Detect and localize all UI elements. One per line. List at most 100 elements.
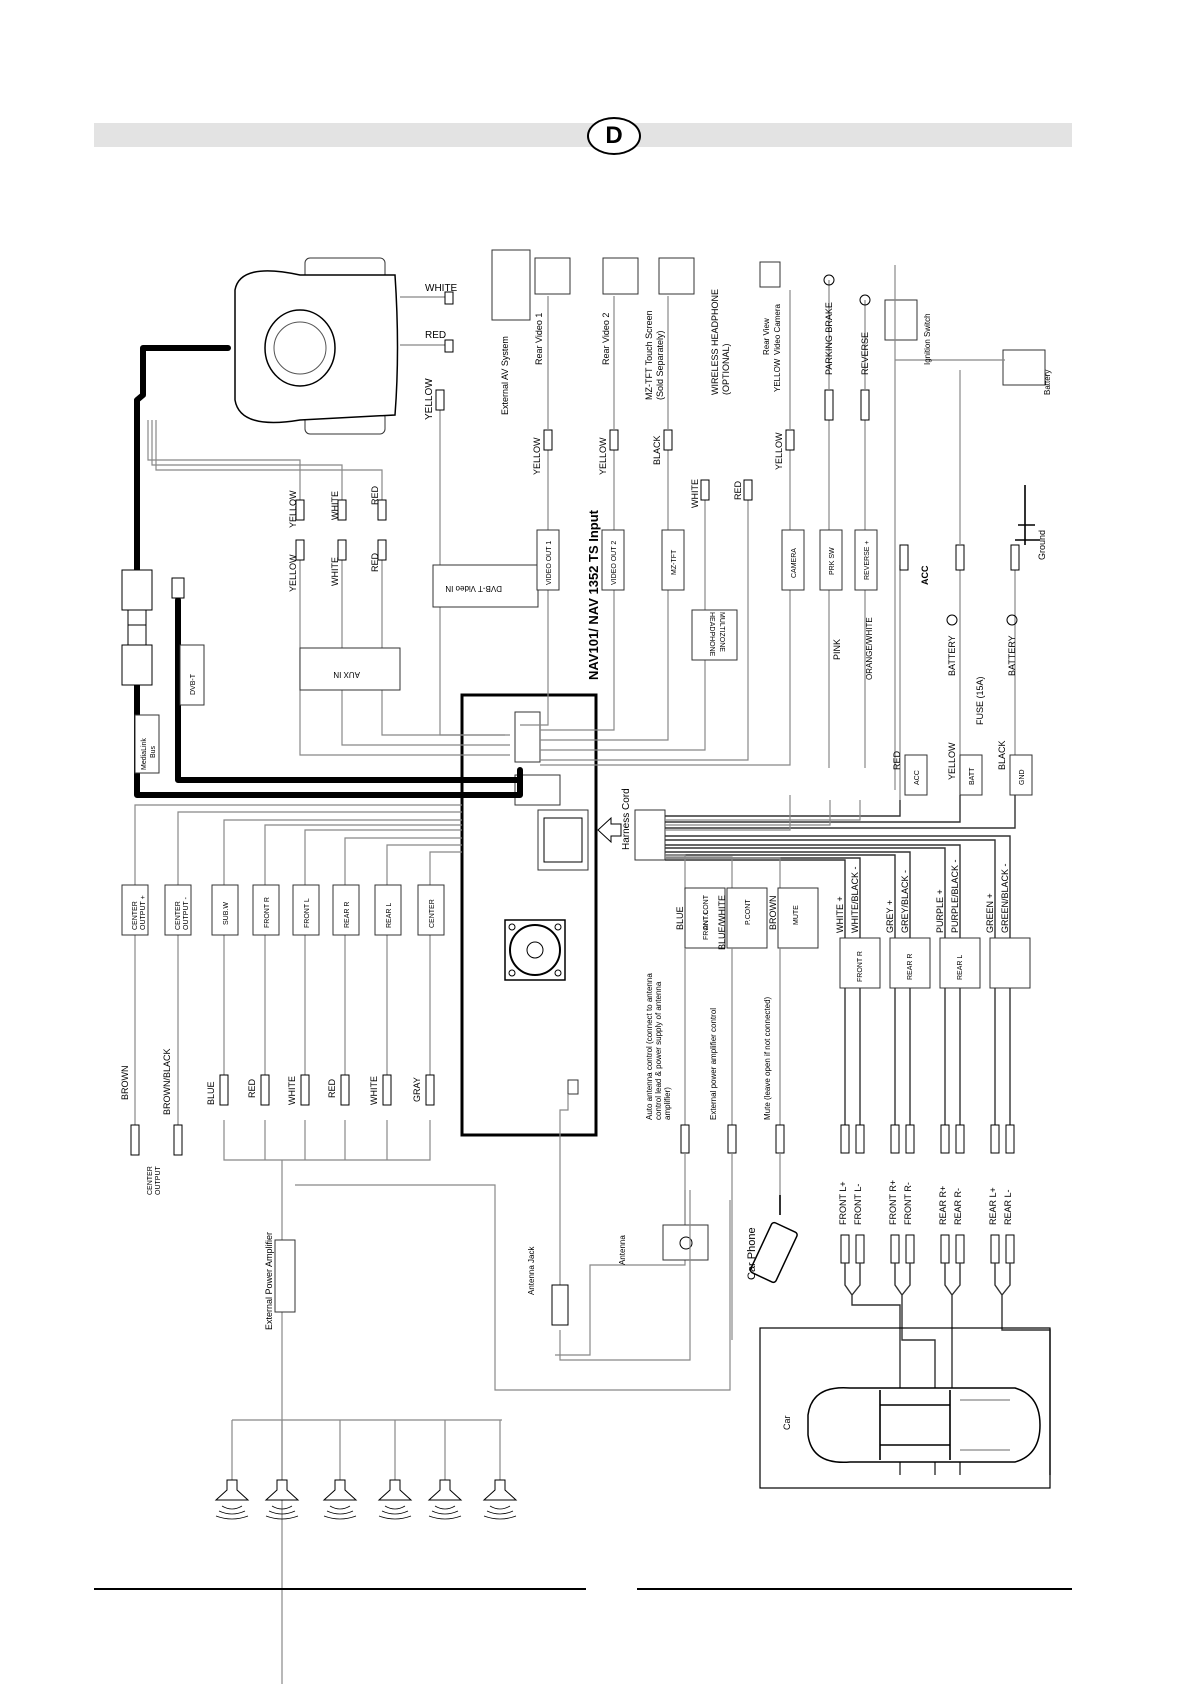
label-aux-red-2: RED xyxy=(370,485,380,505)
label-orange-white: ORANGE/WHITE xyxy=(865,617,874,680)
label-aux-white: WHITE xyxy=(330,557,340,586)
box-center-output-plus-2: OUTPUT + xyxy=(140,895,147,930)
label-battery: Battery xyxy=(1043,370,1052,395)
label-rear-video-1: Rear Video 1 xyxy=(534,313,544,365)
box-video-out-1: VIDEO OUT 1 xyxy=(546,541,553,585)
box-subw: SUB.W xyxy=(223,902,230,925)
label-red-2: RED xyxy=(327,1078,337,1098)
label-aux-yellow: YELLOW xyxy=(288,554,298,592)
box-front-l-left: FRONT L xyxy=(304,898,311,928)
box-camera: CAMERA xyxy=(791,548,798,578)
box-rear-l: REAR L xyxy=(957,955,964,980)
label-front-l-minus: FRONT L- xyxy=(853,1184,863,1225)
label-car: Car xyxy=(782,1415,792,1430)
label-white-black-minus: WHITE/BLACK - xyxy=(850,866,860,933)
label-rear-r-plus: REAR R+ xyxy=(938,1186,948,1225)
label-red-top: RED xyxy=(425,330,446,341)
label-touch-screen: MZ-TFT Touch Screen xyxy=(644,310,654,400)
speaker-icon xyxy=(322,1479,358,1520)
label-acc: ACC xyxy=(920,565,930,585)
label-reverse: REVERSE xyxy=(860,332,870,375)
box-center: CENTER xyxy=(429,899,436,928)
label-tft-black: BLACK xyxy=(652,435,662,465)
label-hp-red: RED xyxy=(733,480,743,500)
label-blue-ant: BLUE xyxy=(675,906,685,930)
label-ignition-switch: Ignition Switch xyxy=(923,313,932,365)
box-prk-sw: PRK SW xyxy=(829,547,836,575)
speaker-icon xyxy=(427,1479,463,1520)
label-video-camera: Video Camera xyxy=(773,303,782,355)
box-multizone: MULTIZONE xyxy=(718,612,725,652)
speaker-icon xyxy=(482,1479,518,1520)
label-ext-power-ctrl: External power amplifier control xyxy=(709,1008,718,1120)
label-power-black: BLACK xyxy=(997,740,1007,770)
label-battery-minus: BATTERY xyxy=(1007,635,1017,676)
headunit-title: NAV101/ NAV 1352 TS Input xyxy=(586,509,601,680)
box-rear-l-left: REAR L xyxy=(386,903,393,928)
label-car-phone: Car Phone xyxy=(746,1227,758,1280)
label-mute-desc: Mute (leave open if not connected) xyxy=(763,996,772,1120)
label-white-1: WHITE xyxy=(287,1076,297,1105)
label-green-black-minus: GREEN/BLACK - xyxy=(1000,863,1010,933)
label-rear-l-minus: REAR L- xyxy=(1003,1189,1013,1225)
label-gray: GRAY xyxy=(412,1077,422,1102)
label-pink: PINK xyxy=(832,639,842,660)
label-rear-l-plus: REAR L+ xyxy=(988,1187,998,1225)
footer-rule-left xyxy=(94,1588,586,1590)
box-front-r: FRONT R xyxy=(857,951,864,982)
label-rear-view: Rear View xyxy=(762,318,771,355)
label-power-red: RED xyxy=(892,750,902,770)
box-medialink: MediaLink xyxy=(141,738,148,770)
label-brown-mute: BROWN xyxy=(768,896,778,931)
label-optional: (OPTIONAL) xyxy=(721,343,731,395)
harness-cord-label: Harness Cord xyxy=(621,788,632,850)
label-white-plus: WHITE + xyxy=(835,896,845,933)
car-icon xyxy=(807,1387,1041,1463)
box-ant-cont: ANT.CONT xyxy=(703,894,710,930)
label-aux-white-2: WHITE xyxy=(330,491,340,520)
label-rear-video-2: Rear Video 2 xyxy=(601,313,611,365)
box-center-output-minus: CENTER xyxy=(175,901,182,930)
label-purple-plus: PURPLE + xyxy=(935,889,945,933)
label-external-power-amp: External Power Amplifier xyxy=(264,1232,274,1330)
label-front-l-plus: FRONT L+ xyxy=(838,1181,848,1225)
box-mute: MUTE xyxy=(793,905,800,925)
label-camera-yellow-2: YELLOW xyxy=(774,432,784,470)
box-batt: BATT xyxy=(969,767,976,785)
footer-rule-right xyxy=(637,1588,1072,1590)
box-p-cont: P.CONT xyxy=(745,899,752,925)
label-red-1: RED xyxy=(247,1078,257,1098)
label-front-r-minus: FRONT R- xyxy=(903,1182,913,1225)
box-headphone: HEADPHONE xyxy=(708,612,715,657)
label-wireless-headphone: WIRELESS HEADPHONE xyxy=(710,289,720,395)
box-front-r-left: FRONT R xyxy=(264,897,271,928)
label-purple-black-minus: PURPLE/BLACK - xyxy=(950,859,960,933)
label-antenna: Antenna xyxy=(618,1235,627,1265)
label-center-output-2: OUTPUT xyxy=(155,1166,162,1196)
box-gnd: GND xyxy=(1019,769,1026,785)
label-fuse: FUSE (15A) xyxy=(975,676,985,725)
label-grey-black-minus: GREY/BLACK - xyxy=(900,870,910,933)
navigation-module xyxy=(234,257,399,435)
label-ground: Ground xyxy=(1037,530,1047,560)
speaker-icon xyxy=(264,1479,300,1520)
label-white-top: WHITE xyxy=(425,283,458,294)
speaker-row xyxy=(214,1479,518,1520)
label-blue-white: BLUE/WHITE xyxy=(717,895,727,950)
label-parking-brake: PARKING BRAKE xyxy=(824,302,834,375)
box-video-out-2: VIDEO OUT 2 xyxy=(611,541,618,585)
label-auto-antenna-1: Auto antenna control (connect to antenna xyxy=(645,973,654,1120)
label-aux-red: RED xyxy=(370,552,380,572)
fan-icon xyxy=(504,919,566,981)
box-mz-tft: MZ-TFT xyxy=(671,549,678,575)
label-hp-white: WHITE xyxy=(690,479,700,508)
box-dvbt: DVB-T xyxy=(190,673,197,695)
label-video1-yellow: YELLOW xyxy=(532,437,542,475)
box-medialink-bus: Bus xyxy=(150,745,157,758)
box-dvbt-video-in: DVB-T Video IN xyxy=(445,584,502,593)
language-badge: D xyxy=(587,117,641,155)
label-video2-yellow: YELLOW xyxy=(598,437,608,475)
box-front-l: FRONT L xyxy=(703,910,710,940)
label-aux-yellow-2: YELLOW xyxy=(288,490,298,528)
